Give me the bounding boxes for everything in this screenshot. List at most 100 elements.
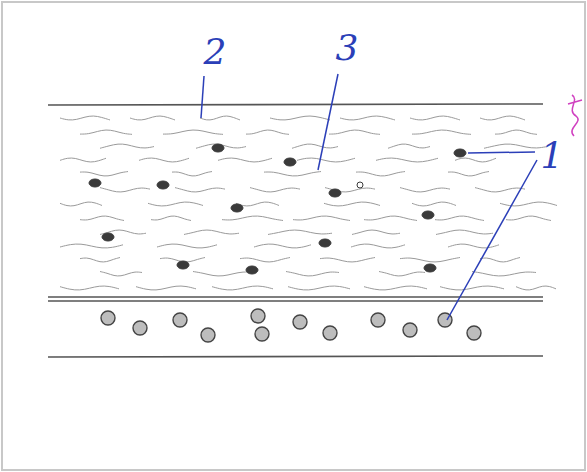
round-cell: [323, 326, 337, 340]
pen-mark: [568, 95, 582, 136]
nucleus: [422, 211, 434, 219]
fiber: [320, 258, 375, 262]
callout-number: 3: [336, 30, 359, 66]
lower-border: [48, 356, 543, 357]
fiber: [329, 130, 380, 134]
nucleus: [357, 182, 363, 188]
fiber: [412, 202, 456, 206]
round-cell: [101, 311, 115, 325]
nucleus: [157, 181, 169, 189]
leader-line: [201, 76, 204, 118]
fiber: [448, 244, 499, 248]
fiber: [60, 286, 119, 290]
leader-lines: [201, 74, 537, 320]
fiber: [100, 144, 154, 148]
fiber: [80, 216, 124, 220]
fiber: [293, 216, 350, 220]
fiber: [506, 216, 551, 220]
fiber: [448, 172, 489, 176]
fiber: [60, 158, 106, 162]
callout-number: 1: [541, 138, 564, 174]
round-cell: [403, 323, 417, 337]
fiber: [516, 286, 556, 290]
nucleus: [89, 179, 101, 187]
fiber: [175, 188, 225, 192]
fiber: [364, 286, 427, 290]
fiber: [254, 244, 311, 248]
nucleus: [454, 149, 466, 157]
fiber: [351, 244, 405, 248]
leader-line: [468, 152, 535, 153]
nucleus: [177, 261, 189, 269]
fiber: [472, 272, 536, 276]
round-cell: [133, 321, 147, 335]
fiber: [222, 216, 283, 220]
fiber: [480, 116, 525, 120]
upper-border: [48, 104, 543, 105]
fiber: [136, 286, 196, 290]
fibers: [60, 116, 557, 290]
fiber: [236, 202, 279, 206]
fiber: [218, 158, 272, 162]
fiber: [400, 188, 450, 192]
fiber: [184, 230, 239, 234]
nuclei: [89, 144, 466, 274]
fiber: [297, 158, 355, 162]
fiber: [475, 188, 525, 192]
fiber: [286, 272, 339, 276]
round-cells: [101, 309, 481, 342]
round-cell: [371, 313, 385, 327]
fiber: [100, 272, 142, 276]
fiber: [379, 272, 425, 276]
fiber: [352, 230, 400, 234]
fiber: [60, 244, 123, 248]
fiber: [292, 144, 338, 148]
fiber: [80, 258, 120, 262]
fiber: [435, 216, 484, 220]
fiber: [148, 202, 203, 206]
middle-border: [48, 300, 543, 302]
fiber: [324, 202, 380, 206]
fiber: [436, 230, 493, 234]
fiber: [268, 230, 332, 234]
nucleus: [212, 144, 224, 152]
fiber: [484, 144, 547, 148]
fiber: [80, 130, 132, 134]
fiber: [480, 258, 520, 262]
fiber: [270, 116, 330, 120]
fiber: [60, 116, 110, 120]
fiber: [212, 286, 273, 290]
fiber: [100, 188, 150, 192]
fiber: [412, 130, 471, 134]
fiber: [200, 116, 240, 120]
fiber: [495, 130, 537, 134]
fiber: [455, 158, 496, 162]
tissue-borders: [48, 104, 543, 357]
fiber: [364, 216, 417, 220]
fiber: [240, 258, 290, 262]
fiber: [157, 244, 217, 248]
fiber: [356, 172, 405, 176]
fiber: [193, 272, 253, 276]
fiber: [130, 116, 175, 120]
leader-line: [318, 74, 338, 170]
round-cell: [173, 313, 187, 327]
fiber: [388, 144, 430, 148]
leader-line: [447, 160, 537, 320]
fiber: [172, 172, 212, 176]
fiber: [139, 158, 189, 162]
fiber: [500, 202, 557, 206]
round-cell: [201, 328, 215, 342]
fiber: [288, 286, 350, 290]
fiber: [163, 130, 223, 134]
fiber: [246, 130, 289, 134]
fiber: [60, 202, 102, 206]
nucleus: [319, 239, 331, 247]
fiber: [80, 172, 128, 176]
fiber: [440, 286, 504, 290]
fiber: [151, 216, 191, 220]
nucleus: [329, 189, 341, 197]
